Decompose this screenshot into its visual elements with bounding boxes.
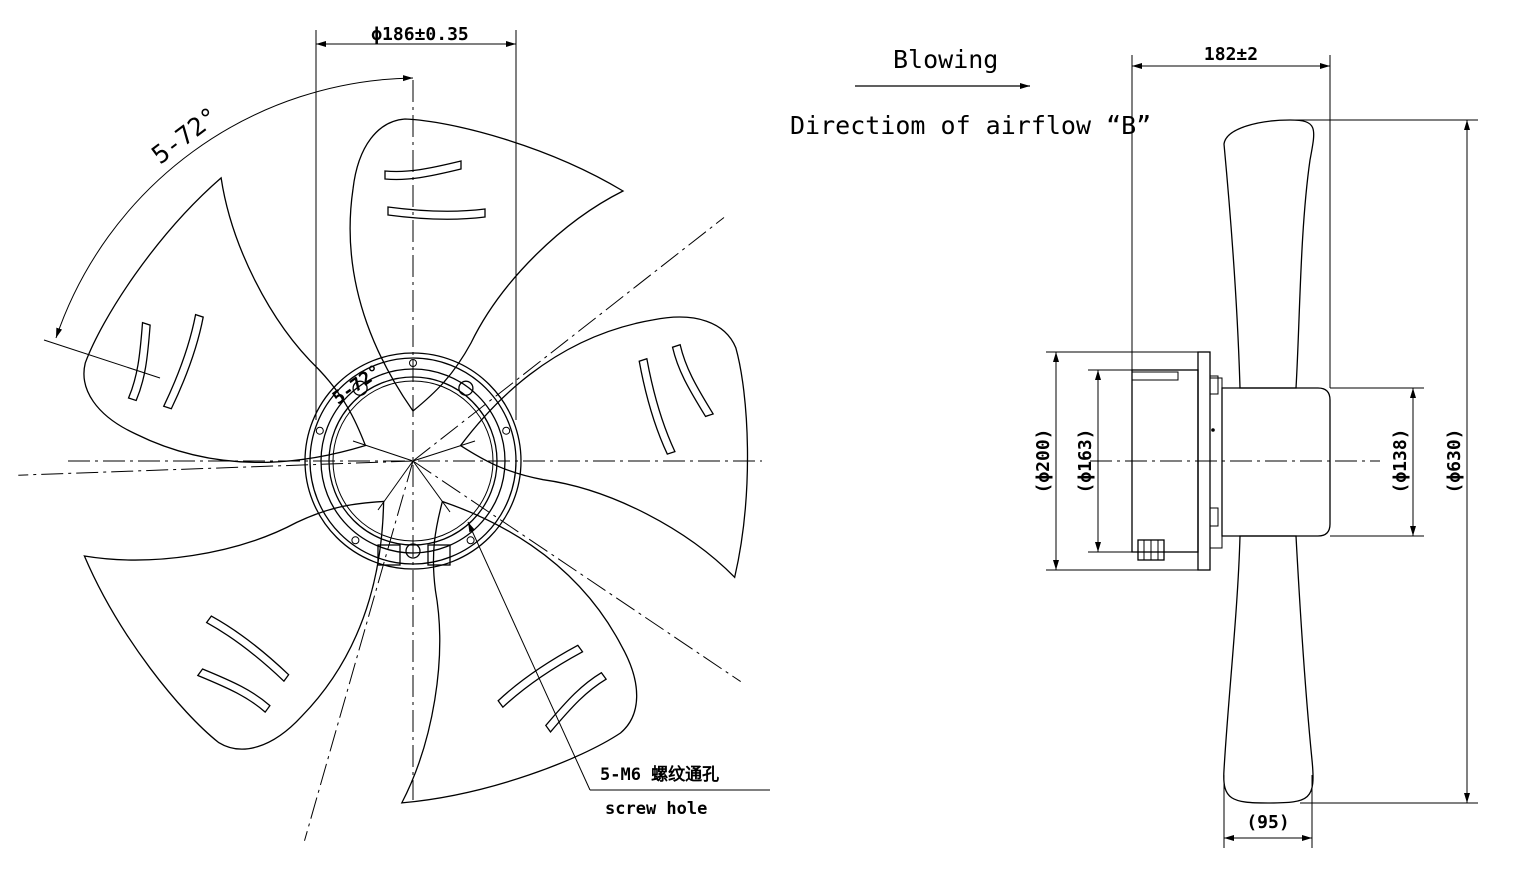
screw-hole-note-cn: 5-M6 螺纹通孔: [600, 764, 719, 785]
housing-diameter-dimension: (ϕ163): [1075, 428, 1096, 493]
fan-blade: [349, 118, 624, 412]
mounting-hole: [466, 536, 475, 545]
blowing-label: Blowing: [893, 45, 998, 74]
mounting-circle-dimension: ϕ186±0.35: [371, 24, 469, 45]
blade-axis-line: [412, 460, 741, 683]
fan-diameter-dimension: (ϕ630): [1444, 428, 1465, 493]
screw-hole-note-en: screw hole: [605, 799, 707, 819]
mounting-hole: [351, 536, 360, 545]
blade-axis-lines: [18, 217, 741, 841]
depth-dimension: 182±2: [1204, 44, 1258, 65]
blade-angle-dimension: 5-72°: [146, 101, 224, 169]
side-view: Blowing Directiom of airflow “B” 182±2: [790, 44, 1478, 848]
fan-blade: [41, 377, 436, 776]
flange-diameter-dimension: (ϕ200): [1033, 428, 1054, 493]
mounting-hole: [315, 426, 324, 435]
blade-axis-line: [18, 460, 414, 476]
motor-hub: [304, 352, 522, 570]
mounting-hole: [409, 359, 417, 367]
hub-boss: [405, 543, 421, 559]
fan-blade: [440, 294, 804, 646]
blade-profile: [1223, 119, 1315, 389]
fan-blade: [67, 154, 431, 507]
front-view: ϕ186±0.35 5-72° 5-72° 5-M6 螺纹通孔 screw ho…: [18, 24, 804, 862]
hub-diameter-dimension: (ϕ138): [1390, 428, 1411, 493]
hub-boss: [352, 380, 368, 396]
mounting-holes: [315, 359, 511, 559]
mounting-hole: [502, 426, 511, 435]
airflow-direction-label: Directiom of airflow “B”: [790, 111, 1151, 140]
blade-width-dimension: (95): [1246, 812, 1289, 833]
fan-blades: [41, 118, 804, 862]
hub-boss: [458, 380, 474, 396]
blade-axis-line: [412, 217, 725, 462]
blade-axis-line: [304, 460, 414, 841]
